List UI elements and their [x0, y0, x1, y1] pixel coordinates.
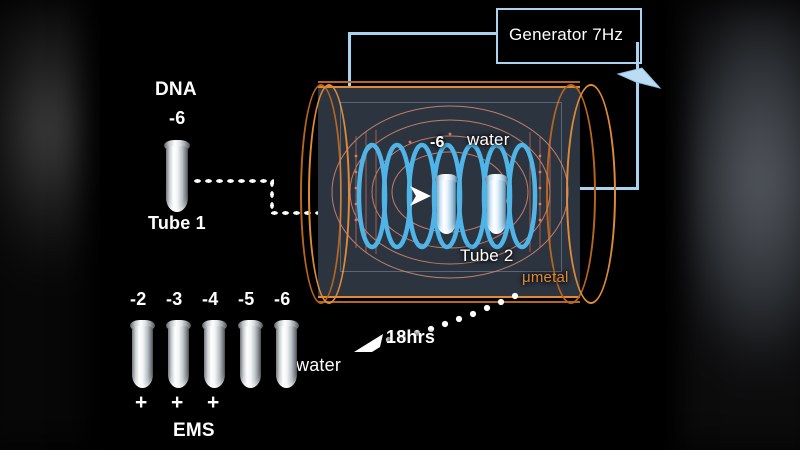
transfer-18hrs-arrow — [354, 292, 519, 352]
series-tube-4-body — [240, 326, 261, 388]
tube-1-body — [166, 146, 188, 212]
transfer-duration-label: 18hrs — [386, 327, 436, 347]
wire-generator-left — [348, 32, 498, 35]
series-tube-3-cap — [202, 320, 227, 331]
inner-tube-water-label: water — [467, 130, 510, 149]
tube-1-caption: Tube 1 — [148, 213, 206, 233]
dilution-label-4: -5 — [238, 289, 255, 309]
wire-generator-right — [636, 42, 639, 190]
tube-2-dilution[interactable] — [435, 174, 458, 234]
chamber-ring-right-outer — [566, 84, 616, 304]
backdrop-right — [650, 0, 800, 450]
plus-mark-1: + — [135, 391, 148, 414]
diagram-panel: DNA -6 Tube 1 Generator 7Hz — [100, 0, 665, 450]
dilution-label-2: -3 — [166, 289, 183, 309]
series-tube-5-body — [276, 326, 297, 388]
dna-label: DNA — [155, 79, 197, 100]
chamber-ring-left-inner — [308, 84, 350, 304]
mu-metal-chamber: -6 water Tube 2 μmetal — [300, 81, 620, 304]
plus-mark-2: + — [171, 391, 184, 414]
plus-mark-3: + — [207, 391, 220, 414]
series-tube-4-cap — [238, 320, 263, 331]
transfer-path-segment-2 — [269, 178, 275, 214]
tube-2-dilution-cap — [435, 174, 458, 185]
series-tube-2-cap — [166, 320, 191, 331]
right-arrow-icon — [410, 186, 431, 206]
tube-2-dilution-body — [437, 180, 456, 234]
tube-2-caption: Tube 2 — [460, 246, 514, 265]
transfer-target-label: water — [296, 355, 342, 375]
series-tube-2-body — [168, 326, 189, 388]
series-tube-1-body — [132, 326, 153, 388]
transfer-path-segment-1 — [192, 178, 274, 184]
inner-tube-dilution-label: -6 — [430, 134, 445, 151]
tube-2-water-body — [487, 180, 506, 234]
generator-label: Generator 7Hz — [509, 25, 624, 44]
ems-label: EMS — [173, 420, 215, 441]
dilution-label-3: -4 — [202, 289, 219, 309]
series-tube-1-cap — [130, 320, 155, 331]
series-tube-4[interactable] — [238, 320, 263, 388]
tube-2-water[interactable] — [485, 174, 508, 234]
series-tube-3[interactable] — [202, 320, 227, 388]
chamber-inner-frame — [340, 102, 562, 272]
series-tube-3-body — [204, 326, 225, 388]
dilution-label-1: -2 — [130, 289, 147, 309]
dilution-label-5: -6 — [274, 289, 291, 309]
generator-box[interactable]: Generator 7Hz — [496, 8, 642, 64]
series-tube-5-cap — [274, 320, 299, 331]
series-tube-5[interactable] — [274, 320, 299, 388]
series-tube-2[interactable] — [166, 320, 191, 388]
tube-1-cap — [164, 140, 190, 151]
series-tube-1[interactable] — [130, 320, 155, 388]
dna-dilution-label: -6 — [169, 108, 186, 128]
lightning-bolt-icon — [616, 67, 662, 89]
mu-metal-label: μmetal — [522, 269, 569, 286]
solenoid-coil — [356, 142, 538, 250]
tube-1[interactable] — [164, 140, 190, 212]
tube-2-water-cap — [485, 174, 508, 185]
